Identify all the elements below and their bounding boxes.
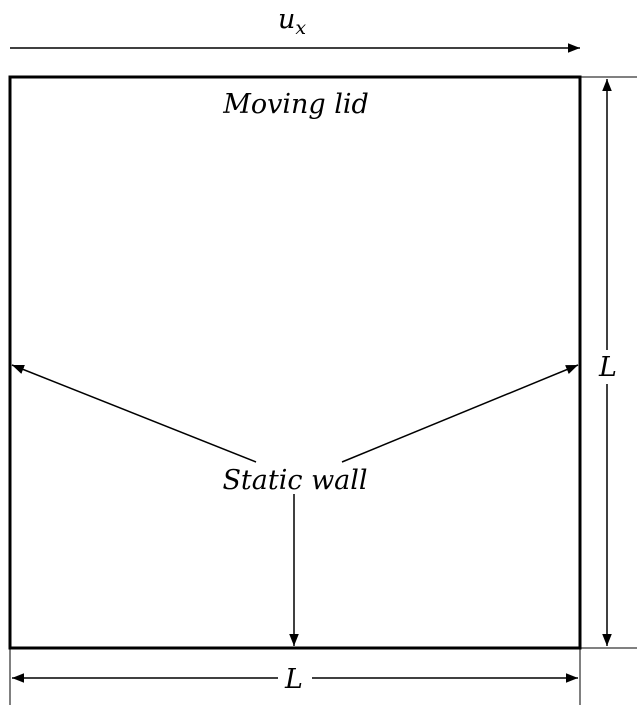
width-label: L: [284, 664, 303, 695]
left-wall-arrow: [11, 364, 257, 463]
cavity-box: [8, 75, 582, 650]
moving-lid-label: Moving lid: [222, 89, 369, 120]
velocity-label: ux: [278, 4, 306, 39]
static-wall-label: Static wall: [222, 465, 367, 496]
height-label: L: [598, 352, 617, 383]
right-wall-arrow: [341, 364, 579, 463]
